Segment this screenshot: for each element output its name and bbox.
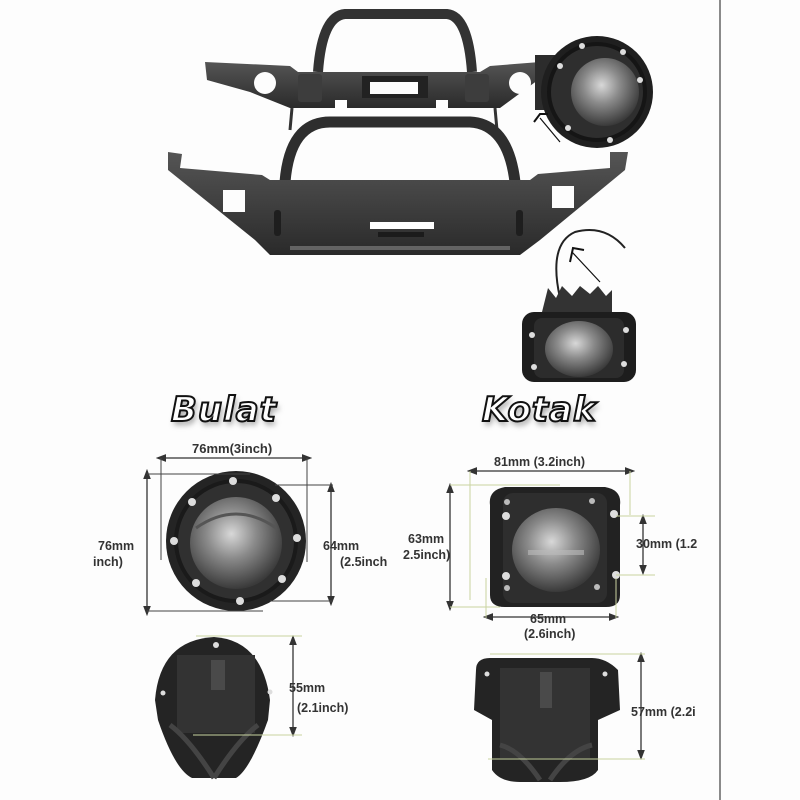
upper-bumper-image (205, 9, 540, 131)
lower-bumper-image (168, 116, 628, 255)
square-side-dimension-lines (488, 651, 645, 761)
round-depth-label-line2: (2.1inch) (297, 701, 349, 715)
round-lamp-front-image (166, 471, 306, 611)
round-depth-label-line1: 55mm (289, 681, 326, 695)
round-lamp-callout-image (533, 36, 653, 148)
square-lamp-side-image (474, 658, 620, 782)
round-inner-label-line2: (2.5inch (340, 555, 388, 569)
square-lamp-front-image (489, 487, 621, 607)
round-dimension-lines (143, 454, 335, 617)
round-variant-title: Bulat (170, 389, 277, 431)
round-side-dimension-lines (193, 634, 302, 738)
round-inner-label-line1: 64mm (323, 539, 360, 553)
round-lamp-side-image (155, 637, 273, 780)
square-width-label: 81mm (3.2inch) (494, 455, 586, 469)
right-border-divider (719, 0, 721, 800)
square-lamp-callout-image (522, 229, 636, 382)
square-hole-spacing-h-label-line1: 65mm (530, 612, 567, 626)
square-height-label-line1: 63mm (408, 532, 445, 546)
square-dimension-lines (446, 467, 655, 621)
square-hole-spacing-h-label-line2: (2.6inch) (524, 627, 576, 641)
round-height-label-line1: 76mm (98, 539, 135, 553)
square-height-label-line2: 2.5inch) (403, 548, 451, 562)
round-height-label-line2: inch) (93, 555, 123, 569)
square-hole-spacing-v-label: 30mm (1.2 (636, 537, 698, 551)
square-depth-label: 57mm (2.2i (631, 705, 696, 719)
round-width-label: 76mm(3inch) (192, 441, 273, 456)
square-variant-title: Kotak (481, 389, 597, 431)
